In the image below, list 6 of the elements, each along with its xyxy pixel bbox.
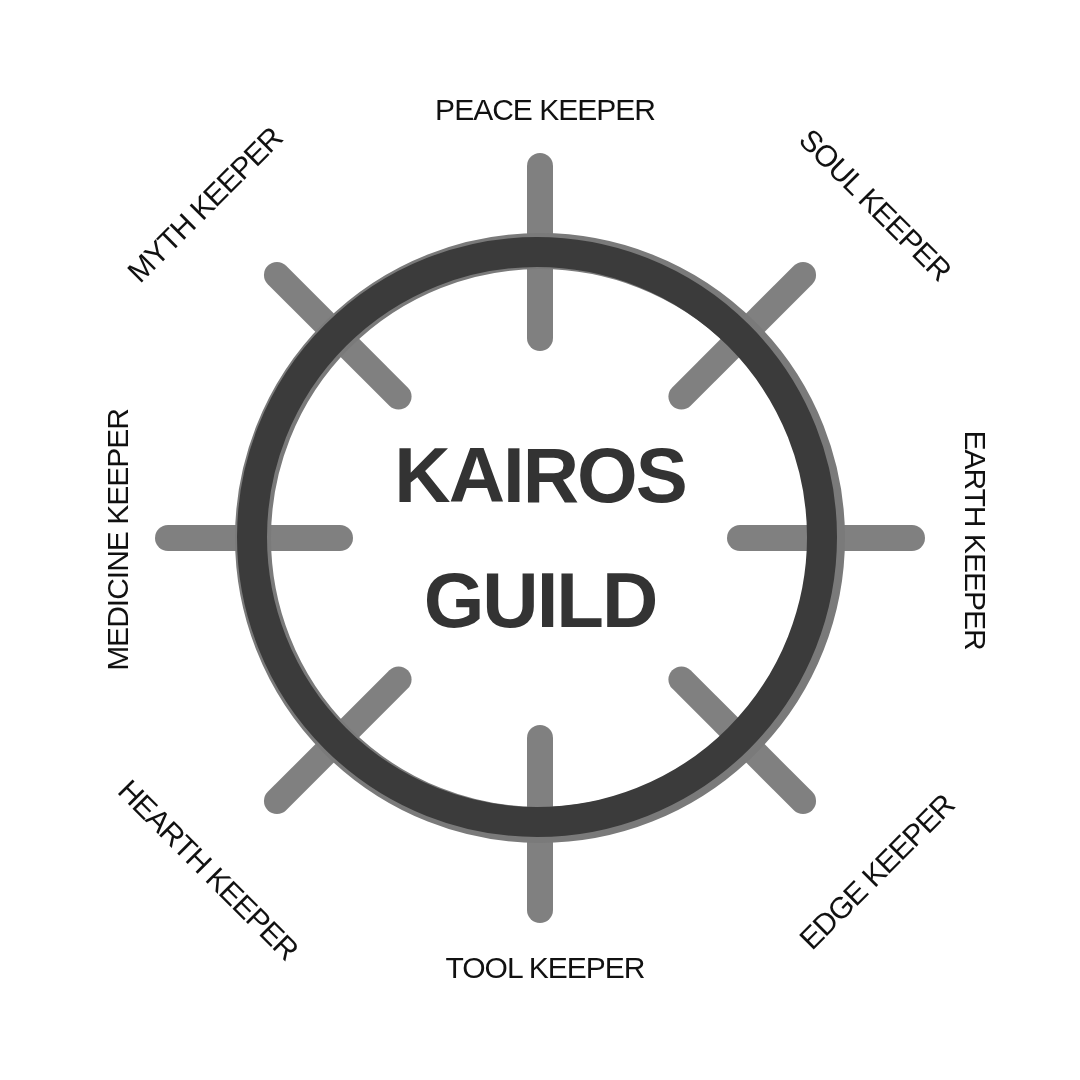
ring [235, 233, 845, 843]
role-label: MEDICINE KEEPER [101, 409, 135, 671]
center-title: KAIROS GUILD [393, 430, 687, 646]
role-label: PEACE KEEPER [435, 93, 655, 127]
role-label: TOOL KEEPER [445, 951, 645, 985]
role-label: EARTH KEEPER [958, 430, 992, 650]
